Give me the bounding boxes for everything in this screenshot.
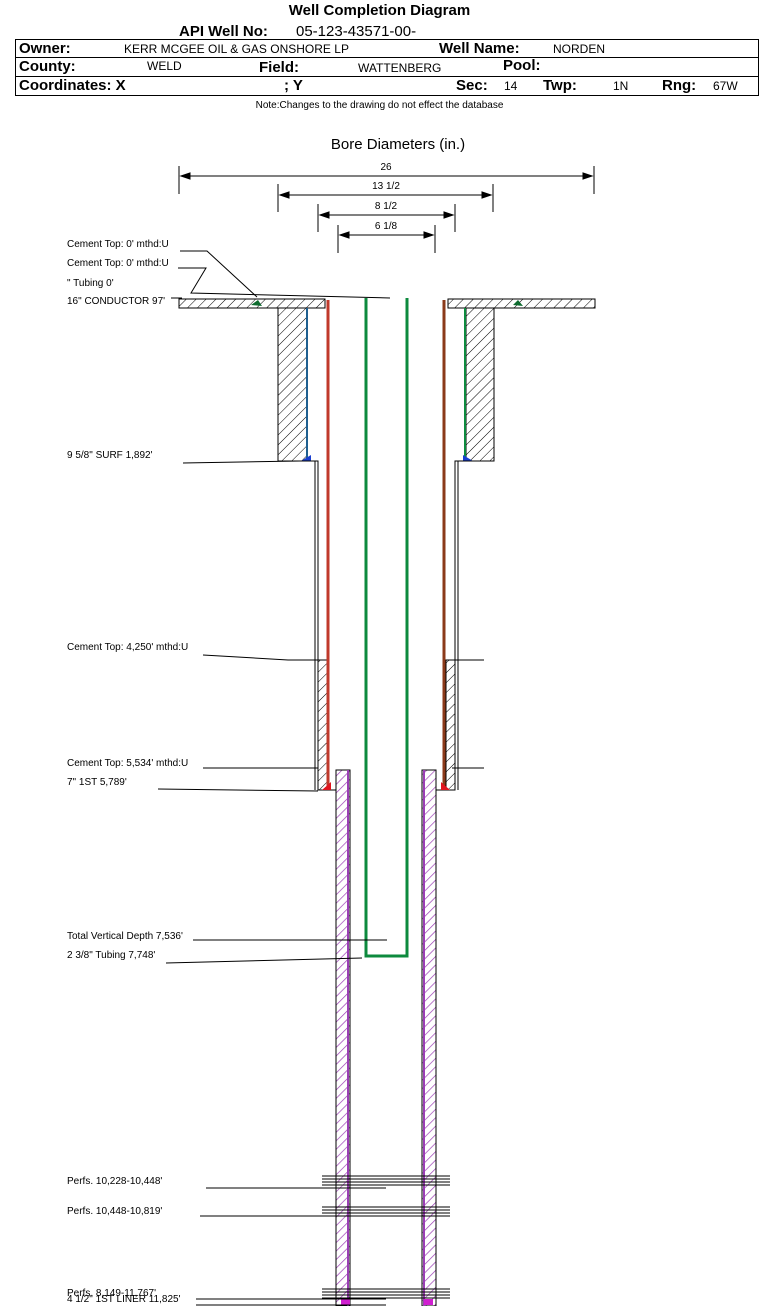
liner-shoe-right xyxy=(424,1299,433,1305)
label-conductor: 16" CONDUCTOR 97' xyxy=(67,296,165,307)
liner-4-1-2 xyxy=(335,769,437,1306)
dimension-13-1-2 xyxy=(277,184,494,212)
database-note: Note:Changes to the drawing do not effec… xyxy=(255,100,504,111)
casing-7in-shoe-left xyxy=(322,782,331,790)
sec-label: Sec: xyxy=(456,77,488,94)
casing-7in-shoe-right xyxy=(441,782,450,790)
label-cement-top-3: Cement Top: 4,250' mthd:U xyxy=(67,642,188,653)
label-first-casing: 7" 1ST 5,789' xyxy=(67,777,127,788)
twp-label: Twp: xyxy=(543,77,577,94)
perforations-3 xyxy=(322,1288,450,1299)
label-surface-casing: 9 5/8" SURF 1,892' xyxy=(67,450,153,461)
label-perfs-1: Perfs. 10,228-10,448' xyxy=(67,1176,162,1187)
field-value: WATTENBERG xyxy=(358,61,442,75)
tubing-2-3-8 xyxy=(364,298,409,958)
field-label: Field: xyxy=(259,59,299,76)
conductor-cement xyxy=(178,298,596,309)
perforations-1 xyxy=(322,1175,450,1186)
twp-value: 1N xyxy=(613,79,629,93)
label-tubing-2-3-8: 2 3/8" Tubing 7,748' xyxy=(67,950,155,961)
well-name-label: Well Name: xyxy=(439,40,520,57)
api-label: API Well No: xyxy=(179,23,268,40)
label-liner: 4 1/2" 1ST LINER 11,825' xyxy=(67,1294,181,1305)
surface-shoe-right xyxy=(463,455,473,461)
dimension-label-8-1-2: 8 1/2 xyxy=(375,201,398,212)
dimension-26 xyxy=(178,166,595,194)
rng-label: Rng: xyxy=(662,77,697,94)
dimension-label-26: 26 xyxy=(380,162,392,173)
coord-x-label: Coordinates: X xyxy=(19,77,126,94)
owner-label: Owner: xyxy=(19,40,71,57)
liner-shoe-left xyxy=(341,1299,350,1305)
conductor-shoe-left xyxy=(251,300,262,306)
label-cement-top-4: Cement Top: 5,534' mthd:U xyxy=(67,758,188,769)
page-title: Well Completion Diagram xyxy=(288,2,471,19)
label-total-vertical-depth: Total Vertical Depth 7,536' xyxy=(67,931,183,942)
surface-cement xyxy=(277,307,495,462)
leader-lines xyxy=(157,250,484,1306)
pool-label: Pool: xyxy=(503,57,541,74)
dimension-6-1-8 xyxy=(337,225,436,253)
dimension-label-6-1-8: 6 1/8 xyxy=(375,221,398,232)
bore-diameters-title: Bore Diameters (in.) xyxy=(331,136,465,153)
label-perfs-3: Perfs. 8,149-11,767' xyxy=(67,1288,156,1299)
owner-row: Owner: KERR MCGEE OIL & GAS ONSHORE LP W… xyxy=(15,39,759,58)
dimension-label-13-1-2: 13 1/2 xyxy=(372,181,400,192)
coord-y-label: ; Y xyxy=(284,77,303,94)
label-cement-top-2: Cement Top: 0' mthd:U xyxy=(67,258,169,269)
label-cement-top-1: Cement Top: 0' mthd:U xyxy=(67,239,169,250)
owner-value: KERR MCGEE OIL & GAS ONSHORE LP xyxy=(124,42,349,56)
label-tubing-0: " Tubing 0' xyxy=(67,278,114,289)
api-value: 05-123-43571-00- xyxy=(296,23,417,40)
sec-value: 14 xyxy=(504,79,518,93)
well-name-value: NORDEN xyxy=(553,42,606,56)
county-value: WELD xyxy=(147,59,182,73)
surface-shoe-left xyxy=(301,455,311,461)
dimension-8-1-2 xyxy=(317,204,456,232)
conductor-shoe-right xyxy=(513,300,523,306)
label-perfs-2: Perfs. 10,448-10,819' xyxy=(67,1206,162,1217)
county-label: County: xyxy=(19,58,76,75)
rng-value: 67W xyxy=(713,79,738,93)
